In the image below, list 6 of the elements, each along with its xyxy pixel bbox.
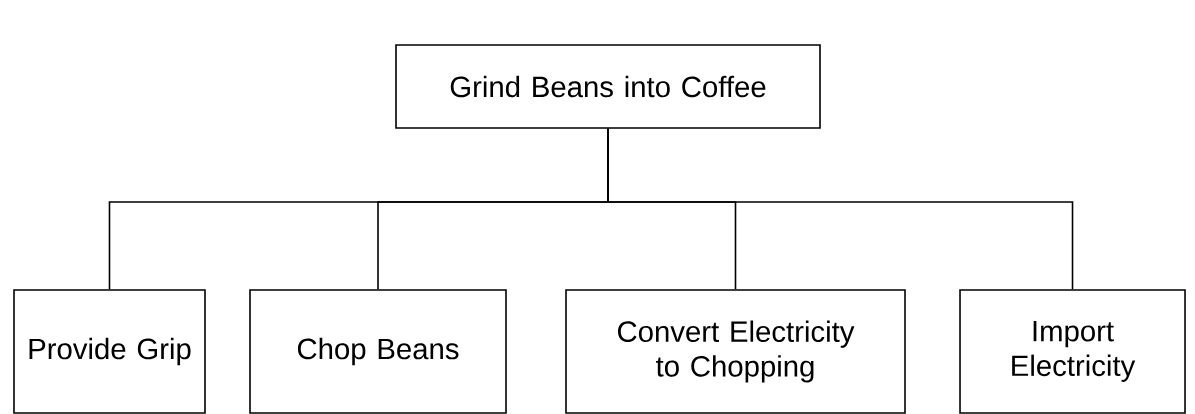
subfunction-box: Chop Beans — [249, 289, 507, 414]
subfunction-box: Provide Grip — [13, 289, 206, 414]
subfunction-box: Convert Electricity to Chopping — [565, 289, 906, 414]
function-box: Grind Beans into Coffee — [395, 44, 821, 129]
connector-line — [607, 128, 1074, 290]
subfunction-box: Import Electricity — [959, 289, 1186, 414]
